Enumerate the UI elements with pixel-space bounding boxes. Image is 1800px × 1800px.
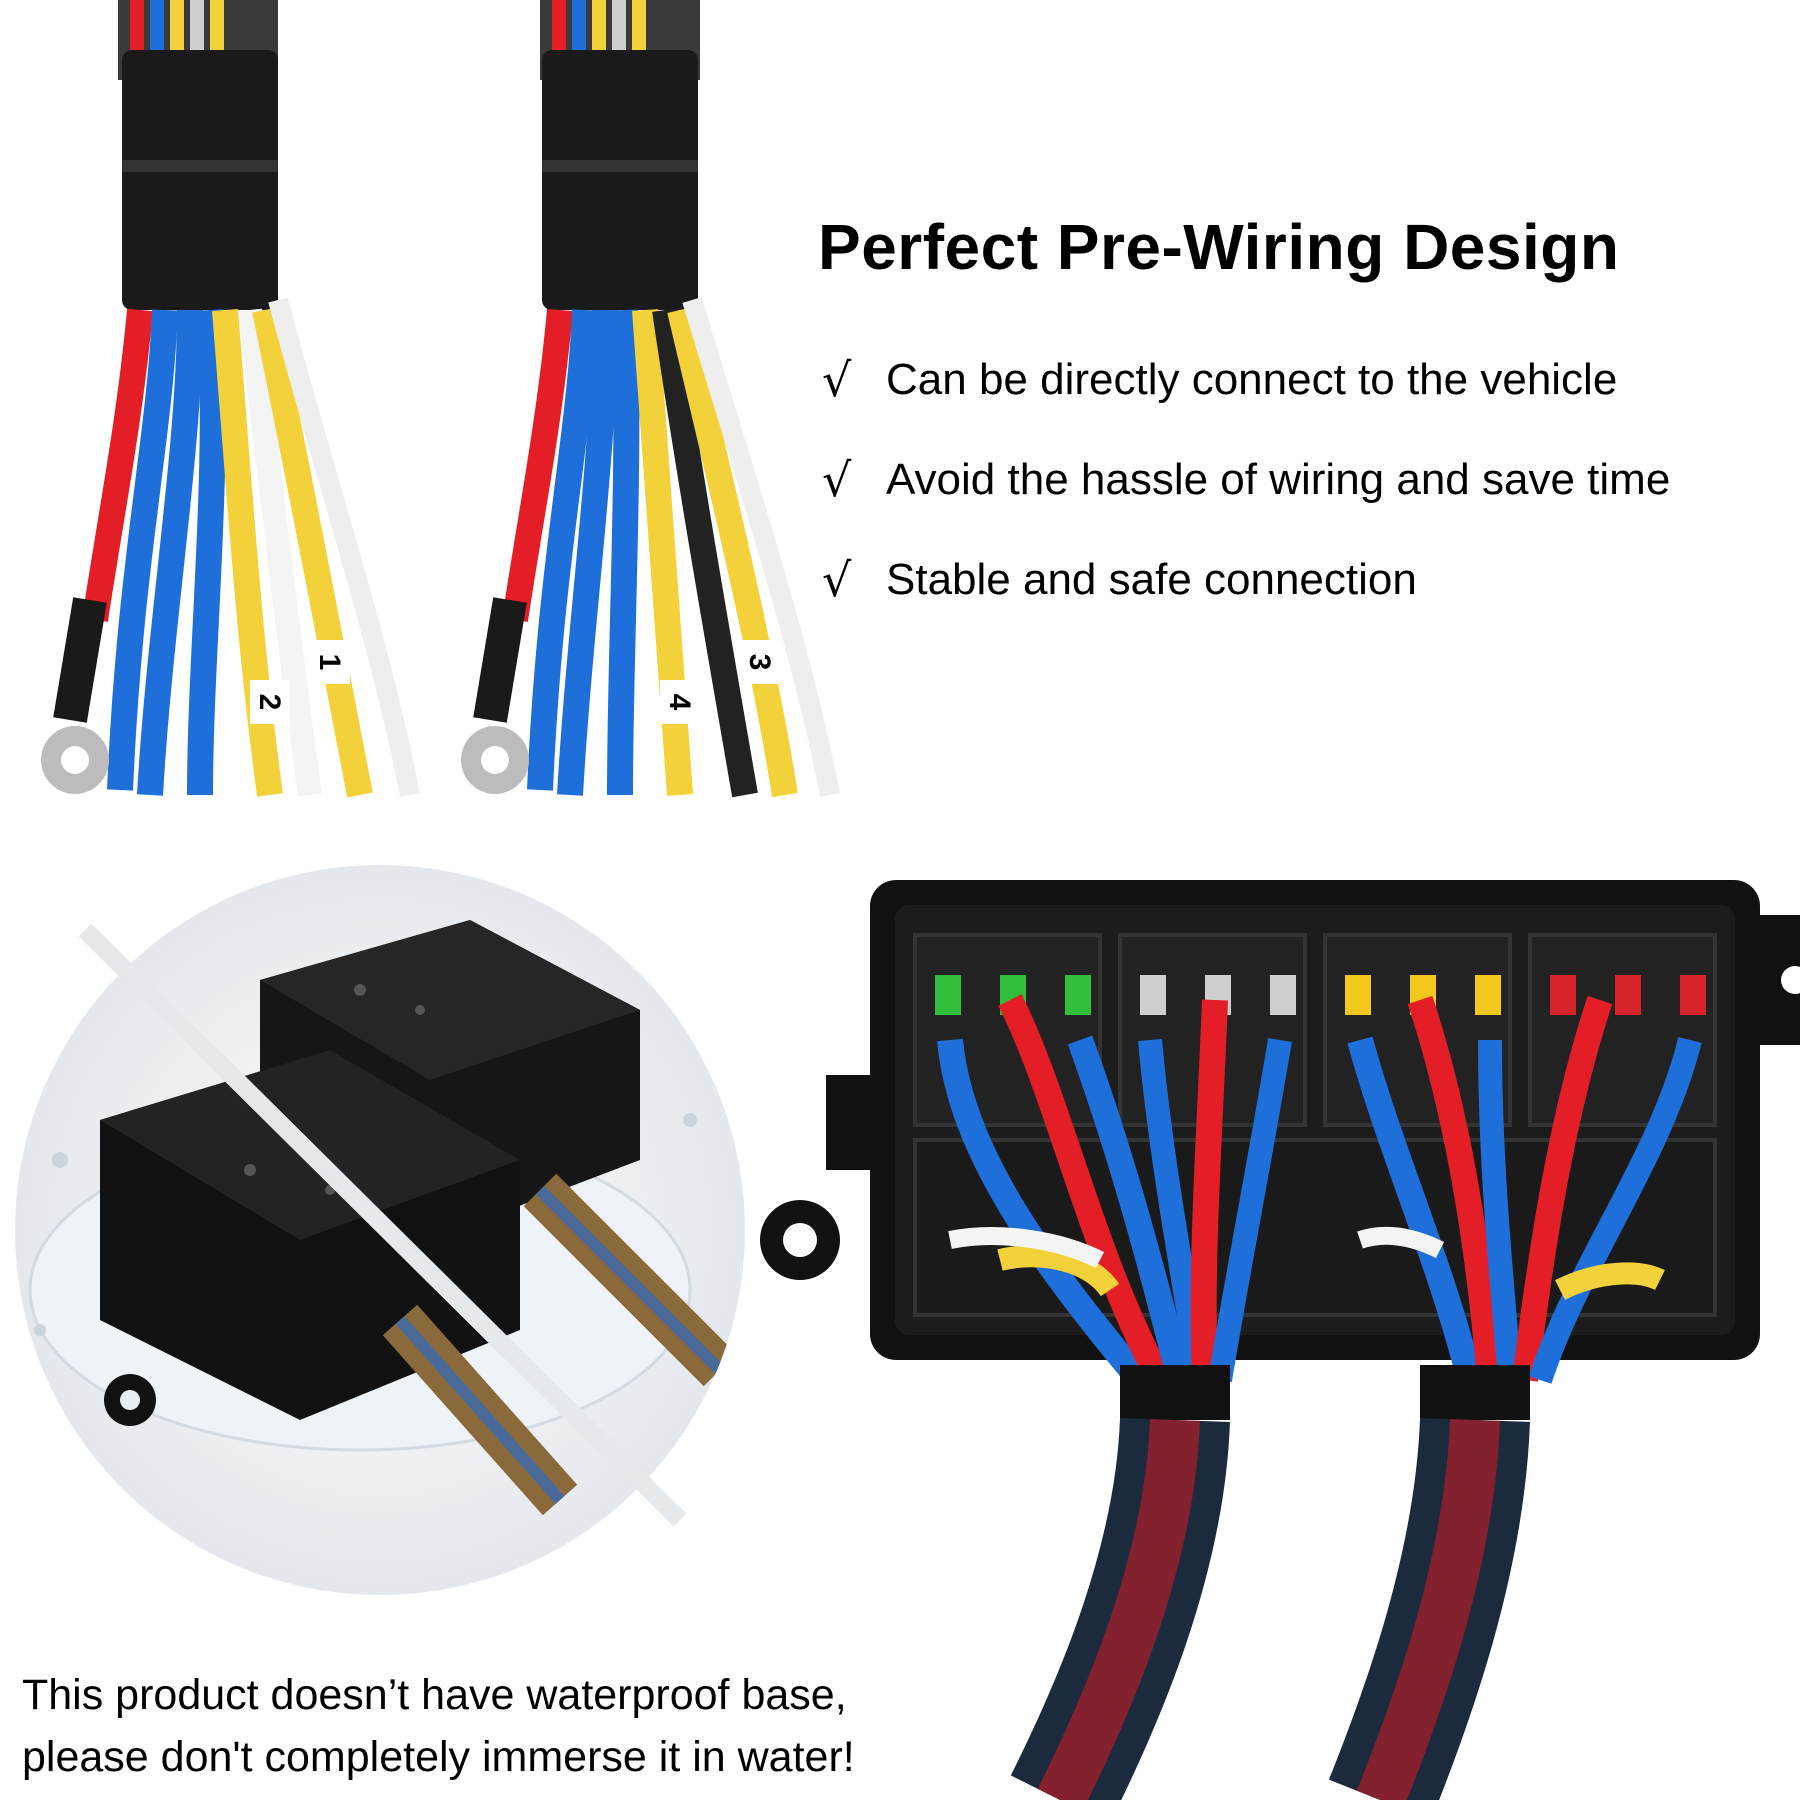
feature-list: √ Can be directly connect to the vehicle… [822,330,1670,630]
feature-text: Avoid the hassle of wiring and save time [886,455,1671,504]
wire-harness-illustration: 1 2 3 4 [41,0,840,798]
output-cables [1010,1365,1530,1800]
heat-shrink-sleeve [122,50,278,310]
wire-label-4: 4 [663,694,696,711]
feature-item: √ Can be directly connect to the vehicle [822,330,1670,430]
wire-tag-1 [310,640,350,684]
wire-label-2: 2 [253,694,286,711]
harness-right: 3 4 [461,0,840,798]
waterproof-illustration [15,865,745,1595]
waterproof-notice: This product doesn’t have waterproof bas… [22,1664,855,1788]
heat-shrink-sleeve [542,50,698,310]
fuse-relay-box [760,880,1800,1389]
harness-left: 1 2 [41,0,420,798]
feature-item: √ Stable and safe connection [822,530,1670,630]
feature-item: √ Avoid the hassle of wiring and save ti… [822,430,1670,530]
notice-line-2: please don't completely immerse it in wa… [22,1733,855,1781]
mounting-hole [783,1223,817,1257]
notice-line-1: This product doesn’t have waterproof bas… [22,1671,847,1719]
wire-label-1: 1 [313,654,346,671]
check-icon: √ [822,553,852,607]
headline: Perfect Pre-Wiring Design [818,211,1620,283]
divider-line [78,923,687,1527]
wire-label-3: 3 [743,654,776,671]
wire-tag-2 [250,680,290,724]
feature-text: Stable and safe connection [886,555,1417,604]
check-icon: √ [822,353,852,407]
wire-tag-4 [660,680,700,724]
wire-tag-3 [740,640,780,684]
check-icon: √ [822,453,852,507]
fuse-row [935,975,1706,1015]
feature-text: Can be directly connect to the vehicle [886,355,1618,404]
